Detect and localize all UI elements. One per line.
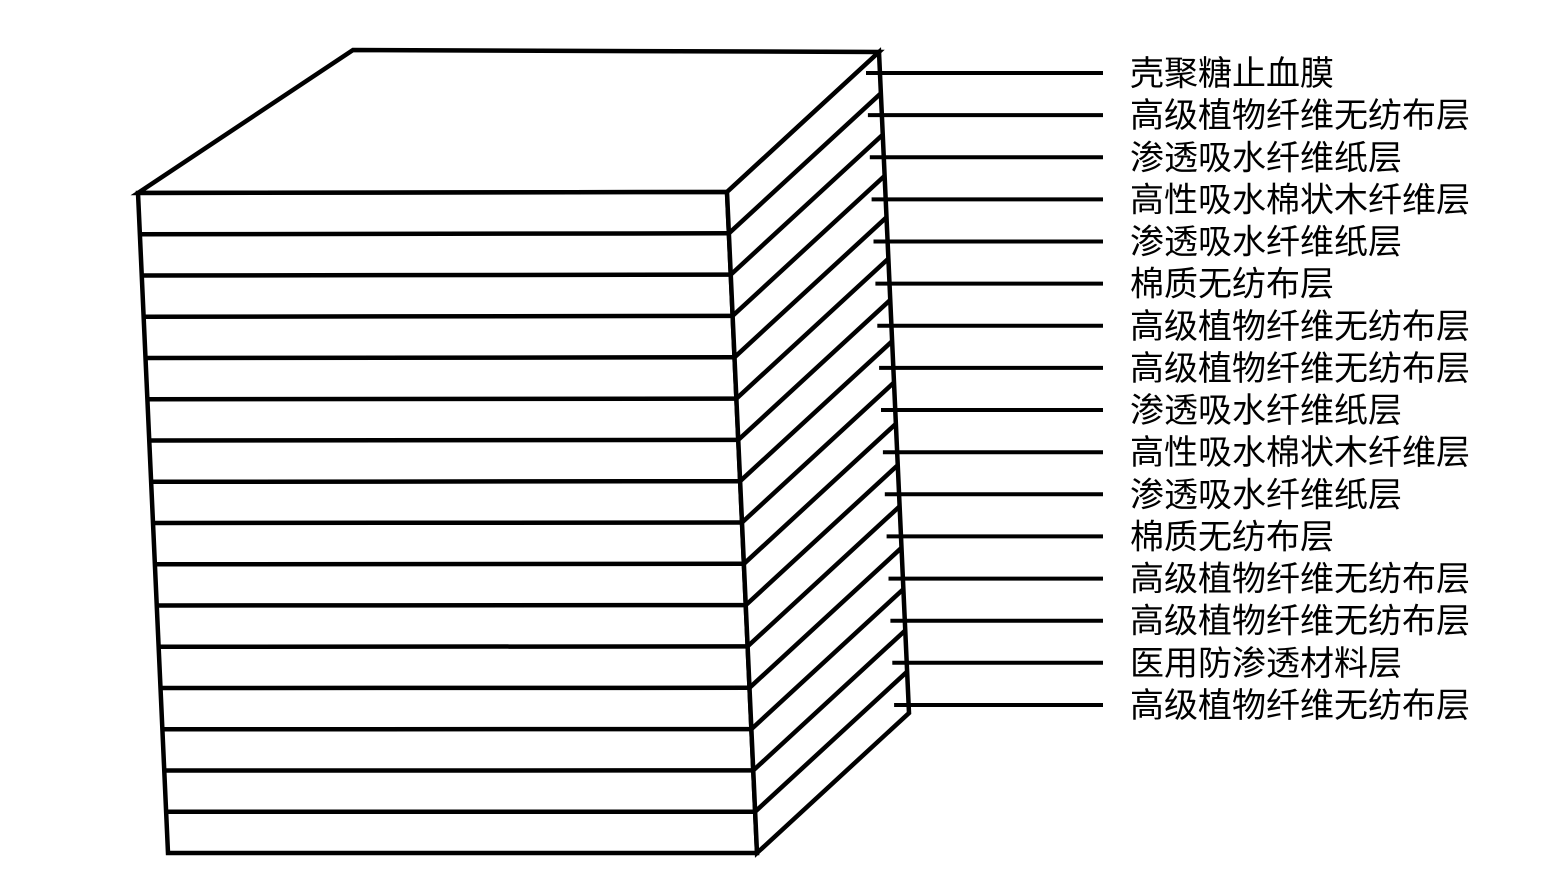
layer-label: 医用防渗透材料层 xyxy=(1130,645,1402,683)
layer-label: 高级植物纤维无纺布层 xyxy=(1130,603,1470,641)
layer-boundary-side xyxy=(727,91,883,235)
layer-label: 渗透吸水纤维纸层 xyxy=(1130,224,1402,262)
layer-label: 高级植物纤维无纺布层 xyxy=(1130,97,1470,135)
layer-boundary-front xyxy=(154,561,744,567)
layer-label: 棉质无纺布层 xyxy=(1130,266,1334,304)
layer-boundary-side xyxy=(729,132,885,277)
layer-boundary-front xyxy=(151,478,741,485)
layer-label: 渗透吸水纤维纸层 xyxy=(1130,392,1402,430)
layer-boundary-side xyxy=(753,670,909,814)
layer-label: 高级植物纤维无纺布层 xyxy=(1130,350,1470,388)
layer-label: 棉质无纺布层 xyxy=(1130,518,1334,556)
layer-boundary-side xyxy=(734,256,890,401)
leader-lines xyxy=(866,71,1103,707)
layer-label: 高级植物纤维无纺布层 xyxy=(1130,687,1470,725)
layer-boundary-front xyxy=(149,437,739,443)
layer-boundary-lines xyxy=(139,91,909,815)
layer-boundary-side xyxy=(742,422,898,566)
layer-boundary-front xyxy=(152,520,743,526)
layer-boundary-side xyxy=(749,587,905,731)
layer-boundary-side xyxy=(740,380,896,525)
layer-boundary-front xyxy=(143,313,733,320)
layer-boundary-side xyxy=(747,546,904,690)
layer-label: 高级植物纤维无纺布层 xyxy=(1130,561,1470,599)
layer-label: 高性吸水棉状木纤维层 xyxy=(1130,434,1470,472)
layer-boundary-front xyxy=(147,396,737,402)
layer-boundary-side xyxy=(738,339,894,483)
layer-label: 高性吸水棉状木纤维层 xyxy=(1130,181,1470,219)
layer-boundary-front xyxy=(141,272,731,278)
layer-label: 高级植物纤维无纺布层 xyxy=(1130,308,1470,346)
layer-boundary-front xyxy=(139,231,729,237)
layer-boundary-side xyxy=(732,215,889,359)
block xyxy=(130,47,912,858)
layer-boundary-side xyxy=(751,628,907,773)
layer-boundary-side xyxy=(731,174,887,318)
layer-label: 渗透吸水纤维纸层 xyxy=(1130,139,1402,177)
layer-boundary-side xyxy=(746,504,902,649)
layer-labels: 壳聚糖止血膜高级植物纤维无纺布层渗透吸水纤维纸层高性吸水棉状木纤维层渗透吸水纤维… xyxy=(1130,55,1470,725)
layer-boundary-side xyxy=(744,463,900,607)
layer-label: 渗透吸水纤维纸层 xyxy=(1130,476,1402,514)
layer-boundary-side xyxy=(736,298,892,442)
layer-label: 壳聚糖止血膜 xyxy=(1130,55,1334,93)
layer-boundary-front xyxy=(145,355,735,361)
